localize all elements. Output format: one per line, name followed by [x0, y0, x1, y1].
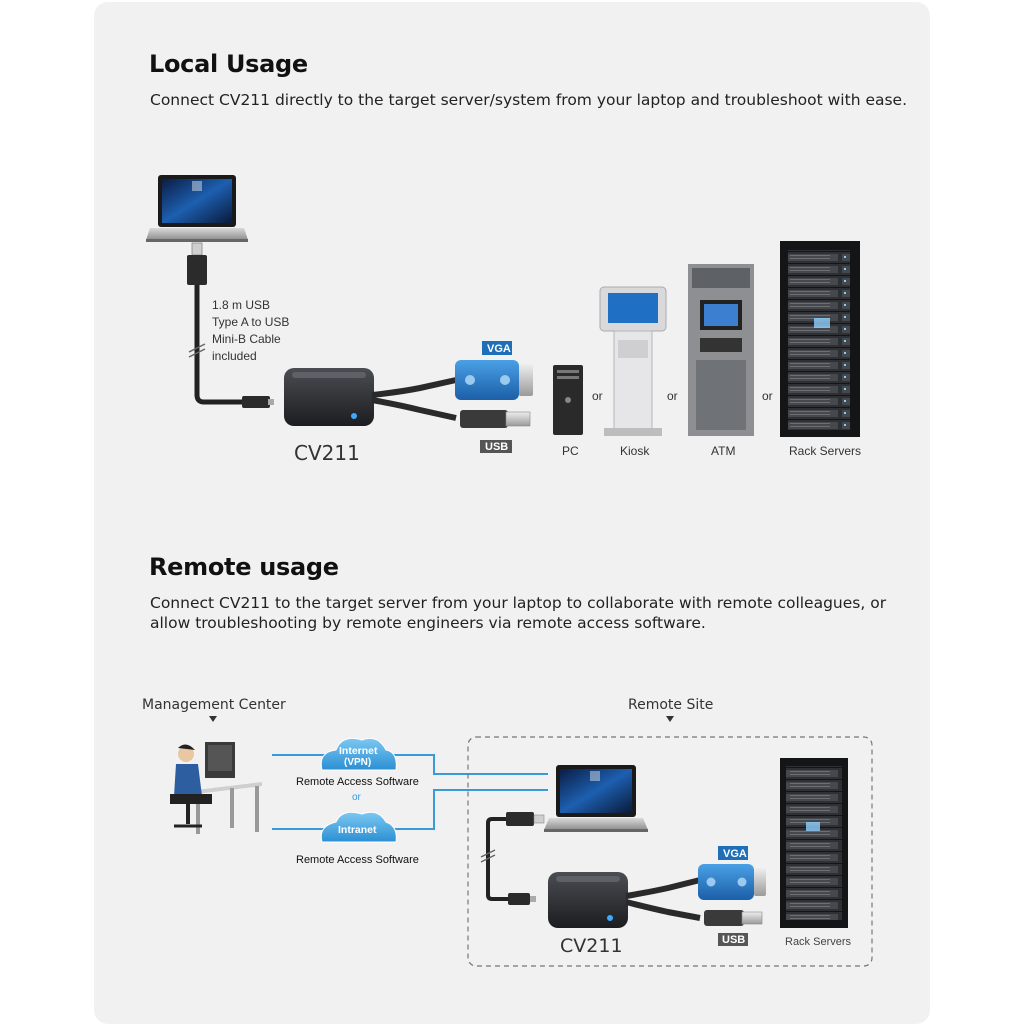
usb-cable	[194, 285, 248, 405]
remote-usb-tag-label: USB	[722, 934, 745, 946]
cv211-label: CV211	[294, 441, 360, 465]
remote-site-arrow-icon	[666, 716, 674, 722]
internet-cloud-icon	[320, 737, 397, 771]
target-rack-servers-label: Rack Servers	[789, 444, 861, 458]
remote-cv211-label: CV211	[560, 935, 623, 957]
mini-usb-plug-icon	[242, 396, 270, 408]
mini-usb-tip	[268, 399, 274, 405]
or-label-remote: or	[352, 792, 362, 803]
cable-break-mark	[188, 343, 206, 358]
remote-rack-servers-icon	[780, 758, 848, 928]
kiosk-icon	[599, 286, 667, 436]
remote-usb-connector-icon	[704, 910, 763, 926]
usb-connector-icon	[460, 410, 531, 428]
operator-workstation-icon	[170, 742, 262, 834]
cloud-internet-label: Internet	[339, 745, 378, 757]
or-label-1: or	[592, 389, 603, 403]
pc-tower-icon	[553, 365, 583, 435]
remote-usage-description-line2: allow troubleshooting by remote engineer…	[150, 614, 706, 632]
target-kiosk-label: Kiosk	[620, 444, 650, 458]
remote-usb-cable	[480, 812, 545, 905]
local-usage-description: Connect CV211 directly to the target ser…	[150, 91, 908, 109]
management-center-label: Management Center	[142, 697, 286, 713]
remote-rack-servers-label: Rack Servers	[785, 936, 852, 948]
cloud-vpn-label: (VPN)	[344, 757, 371, 768]
cable-note-line3: Mini-B Cable	[212, 332, 281, 346]
vga-tag-label: VGA	[487, 343, 511, 355]
usb-plug-icon	[187, 242, 207, 285]
atm-icon	[688, 264, 754, 436]
local-usage-title: Local Usage	[149, 50, 308, 78]
vga-tag	[482, 341, 512, 355]
vga-connector-icon	[455, 360, 533, 400]
intranet-cloud-icon	[320, 811, 397, 843]
cable-note-line4: included	[212, 349, 257, 363]
cv211-device-icon	[284, 368, 457, 426]
laptop-icon	[146, 175, 248, 242]
or-label-2: or	[667, 389, 678, 403]
target-pc-label: PC	[562, 444, 579, 458]
remote-vga-connector-icon	[698, 864, 766, 900]
remote-access-software-label-1: Remote Access Software	[296, 776, 419, 788]
target-atm-label: ATM	[711, 444, 735, 458]
remote-site-box	[467, 736, 873, 967]
remote-site-label: Remote Site	[628, 697, 713, 713]
remote-access-software-label-2: Remote Access Software	[296, 854, 419, 866]
remote-vga-tag-label: VGA	[723, 848, 747, 860]
management-center-arrow-icon	[209, 716, 217, 722]
remote-cv211-device-icon	[548, 872, 701, 928]
remote-laptop-icon	[544, 765, 648, 832]
cable-note-line1: 1.8 m USB	[212, 298, 270, 312]
remote-usb-tag	[718, 933, 748, 946]
usb-tag	[480, 440, 512, 453]
cloud-intranet-label: Intranet	[338, 824, 377, 836]
cable-note-line2: Type A to USB	[212, 315, 289, 329]
or-label-3: or	[762, 389, 773, 403]
remote-usage-description-line1: Connect CV211 to the target server from …	[150, 594, 887, 612]
rack-servers-icon	[780, 241, 860, 437]
usb-tag-label: USB	[485, 441, 508, 453]
remote-usage-title: Remote usage	[149, 553, 339, 581]
remote-vga-tag	[718, 846, 748, 860]
